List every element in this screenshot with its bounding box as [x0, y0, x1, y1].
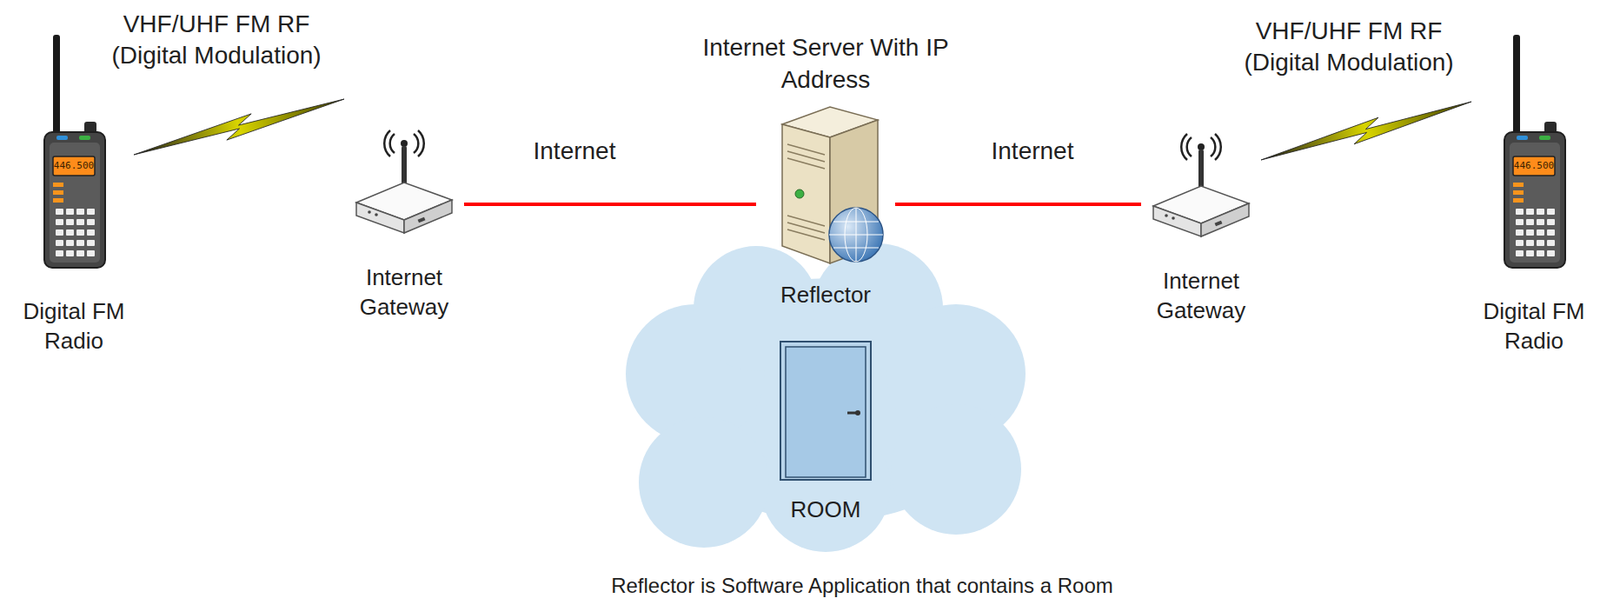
device-label: Reflector	[780, 280, 871, 311]
keypad-key	[1515, 219, 1524, 226]
keypad-key	[1546, 250, 1555, 257]
server-heading: Internet Server With IP Address	[695, 32, 957, 96]
keypad-key	[76, 239, 85, 246]
link-label: VHF/UHF FM RF (Digital Modulation)	[1218, 15, 1480, 80]
keypad-key	[1515, 208, 1524, 215]
side-key	[1513, 182, 1524, 187]
radio-icon: 446.500	[39, 34, 109, 270]
keypad-key	[1526, 219, 1534, 226]
keypad-key	[86, 250, 95, 257]
keypad-key	[55, 208, 64, 215]
door-icon	[777, 338, 874, 483]
side-key	[53, 182, 64, 187]
keypad-key	[1536, 239, 1545, 246]
internet-link	[895, 202, 1142, 206]
keypad-key	[55, 229, 64, 236]
link-label: Internet	[513, 135, 636, 167]
keypad-key	[76, 208, 85, 215]
keypad-key	[1526, 239, 1534, 246]
keypad-key	[1515, 250, 1524, 257]
keypad-key	[1526, 208, 1534, 215]
keypad-key	[66, 229, 74, 236]
side-key	[1513, 198, 1524, 203]
device-node: ROOM	[773, 338, 878, 525]
device-label: ROOM	[790, 495, 862, 525]
keypad-key	[76, 219, 85, 226]
side-key	[1513, 190, 1524, 195]
keypad-key	[86, 208, 95, 215]
rf-link-bolt	[131, 89, 347, 164]
link-label: Internet	[971, 135, 1094, 167]
device-label: Digital FM Radio	[13, 297, 134, 357]
gw-icon	[1148, 132, 1254, 241]
device-node: Internet Gateway	[1141, 132, 1262, 326]
device-node: Internet Server With IP AddressReflector	[756, 102, 896, 311]
door-illustration	[777, 338, 874, 483]
keypad-key	[1546, 229, 1555, 236]
keypad-key	[1546, 239, 1555, 246]
caption: Reflector is Software Application that c…	[514, 573, 1210, 599]
device-node: 446.500Digital FM Radio	[13, 34, 134, 357]
keypad-key	[55, 250, 64, 257]
keypad-key	[1515, 239, 1524, 246]
device-node: Internet Gateway	[344, 128, 465, 323]
link-label: VHF/UHF FM RF (Digital Modulation)	[86, 8, 347, 73]
keypad-key	[66, 208, 74, 215]
keypad-key	[66, 250, 74, 257]
keypad-key	[1536, 219, 1545, 226]
keypad-key	[1515, 229, 1524, 236]
display-reading: 446.500	[1513, 159, 1555, 173]
display-reading: 446.500	[53, 159, 95, 173]
keypad-key	[1536, 250, 1545, 257]
internet-link	[464, 202, 757, 206]
radio-icon: 446.500	[1499, 34, 1569, 270]
server-illustration	[764, 102, 887, 268]
side-key	[53, 198, 64, 203]
keypad-key	[86, 229, 95, 236]
keypad-key	[66, 239, 74, 246]
keypad-key	[55, 239, 64, 246]
device-label: Internet Gateway	[344, 263, 465, 323]
keypad-key	[66, 219, 74, 226]
radio-illustration	[1499, 34, 1569, 270]
keypad-key	[1546, 208, 1555, 215]
radio-illustration	[39, 34, 109, 270]
keypad-key	[1526, 250, 1534, 257]
keypad-key	[86, 219, 95, 226]
keypad-key	[55, 219, 64, 226]
gw-illustration	[351, 128, 457, 238]
keypad-key	[86, 239, 95, 246]
device-node: 446.500Digital FM Radio	[1471, 34, 1597, 357]
keypad-key	[1526, 229, 1534, 236]
rf-link-bolt	[1258, 92, 1474, 169]
gw-illustration	[1148, 132, 1254, 241]
side-key	[53, 190, 64, 195]
keypad-key	[76, 250, 85, 257]
device-label: Digital FM Radio	[1471, 297, 1597, 357]
keypad-key	[1546, 219, 1555, 226]
bolt-shape	[131, 89, 347, 164]
bolt-shape	[1258, 92, 1474, 169]
keypad-key	[1536, 229, 1545, 236]
keypad-key	[1536, 208, 1545, 215]
device-label: Internet Gateway	[1141, 266, 1262, 326]
keypad-key	[76, 229, 85, 236]
gw-icon	[351, 128, 457, 238]
server-icon	[764, 102, 887, 268]
